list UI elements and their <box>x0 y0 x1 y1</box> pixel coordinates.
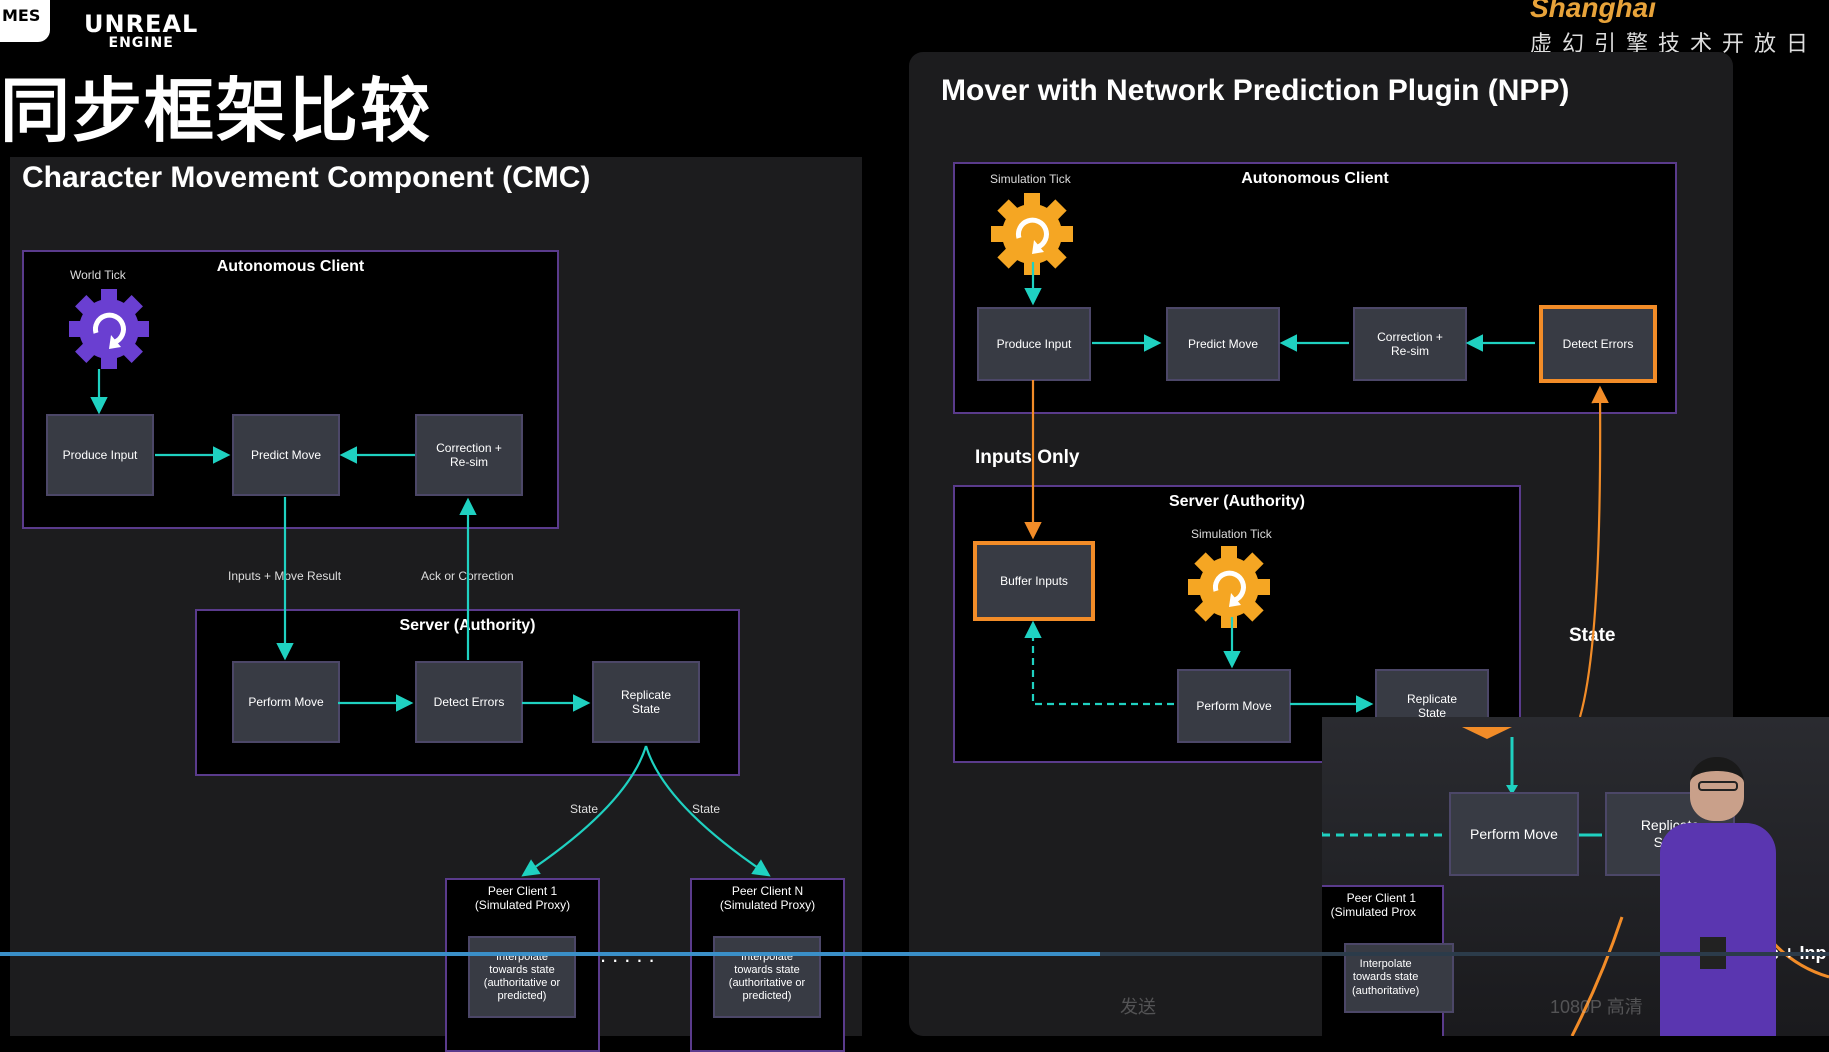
npp-arrow-state-detect <box>1578 385 1609 718</box>
npp-client-title: Autonomous Client <box>1241 170 1389 187</box>
cmc-arrow-state-peerN <box>644 745 771 877</box>
event-city: Shanghai <box>1530 0 1657 23</box>
video-peer-title: Peer Client 1 (Simulated Prox <box>1330 891 1416 920</box>
npp-server-tick-gear-icon <box>1188 546 1270 628</box>
unreal-engine-logo: UNREAL ENGINE <box>84 12 198 50</box>
npp-client-tick-gear-icon <box>991 193 1073 275</box>
npp-client-box: Autonomous Client Simulation Tick Produc… <box>953 162 1677 414</box>
cmc-panel: Character Movement Component (CMC) Auton… <box>10 157 862 1052</box>
cmc-peerN-box: Peer Client N (Simulated Proxy) Interpol… <box>690 878 845 1052</box>
npp-server-title: Server (Authority) <box>1168 493 1306 510</box>
npp-perform-move-node: Perform Move <box>1177 669 1291 743</box>
cmc-peer1-interpolate-node: Interpolate towards state (authoritative… <box>468 936 576 1018</box>
cmc-perform-move-node: Perform Move <box>232 661 340 743</box>
npp-arrow-perform-buffer <box>1024 620 1174 706</box>
cmc-state-label-b: State <box>692 802 721 816</box>
send-button[interactable]: 发送 <box>1120 997 1156 1017</box>
world-tick-gear-icon <box>69 289 149 369</box>
cmc-world-tick-label: World Tick <box>70 268 126 282</box>
npp-predict-move-node: Predict Move <box>1166 307 1280 381</box>
npp-title: Mover with Network Prediction Plugin (NP… <box>941 74 1570 107</box>
cmc-peerN-interpolate-node: Interpolate towards state (authoritative… <box>713 936 821 1018</box>
npp-inputs-only-label: Inputs Only <box>975 447 1080 468</box>
cmc-predict-move-node: Predict Move <box>232 414 340 496</box>
cmc-arrow-state-peer1 <box>521 745 648 877</box>
games-logo-fragment: MES <box>0 0 50 42</box>
speaker-shirt <box>1660 823 1776 1036</box>
cmc-client-title: Autonomous Client <box>216 258 365 275</box>
cmc-replicate-state-node: Replicate State <box>592 661 700 743</box>
ue-logo-line1: UNREAL <box>84 10 199 38</box>
npp-detect-errors-node: Detect Errors <box>1539 305 1657 383</box>
speaker-glasses <box>1698 781 1738 791</box>
video-perform-move-node: Perform Move <box>1449 792 1579 876</box>
cmc-correction-node: Correction + Re-sim <box>415 414 523 496</box>
cmc-peer1-title: Peer Client 1 (Simulated Proxy) <box>474 884 571 913</box>
npp-server-tick-label: Simulation Tick <box>1191 527 1272 541</box>
speaker-figure <box>1642 757 1792 1036</box>
cmc-title: Character Movement Component (CMC) <box>22 161 591 194</box>
slide-title: 同步框架比较 <box>0 70 432 152</box>
cmc-state-label-a: State <box>570 802 599 816</box>
games-logo-text: MES <box>0 0 50 42</box>
speaker-video-overlay[interactable]: Perform Move Replicate State Peer Client… <box>1322 717 1829 1036</box>
ue-logo-line2: ENGINE <box>108 35 174 51</box>
npp-buffer-inputs-node: Buffer Inputs <box>973 541 1095 621</box>
cmc-client-box: Autonomous Client World Tick Produce Inp… <box>22 250 559 529</box>
cmc-peerN-title: Peer Client N (Simulated Proxy) <box>719 884 816 913</box>
cmc-peer1-box: Peer Client 1 (Simulated Proxy) Interpol… <box>445 878 600 1052</box>
npp-correction-node: Correction + Re-sim <box>1353 307 1467 381</box>
cmc-produce-input-node: Produce Input <box>46 414 154 496</box>
video-timeline-progress <box>0 952 1100 956</box>
quality-selector[interactable]: 1080P 高清 <box>1550 997 1643 1017</box>
npp-client-tick-label: Simulation Tick <box>990 172 1071 186</box>
npp-produce-input-node: Produce Input <box>977 307 1091 381</box>
player-controls: 1080P 高清 发送 <box>180 985 1829 1025</box>
